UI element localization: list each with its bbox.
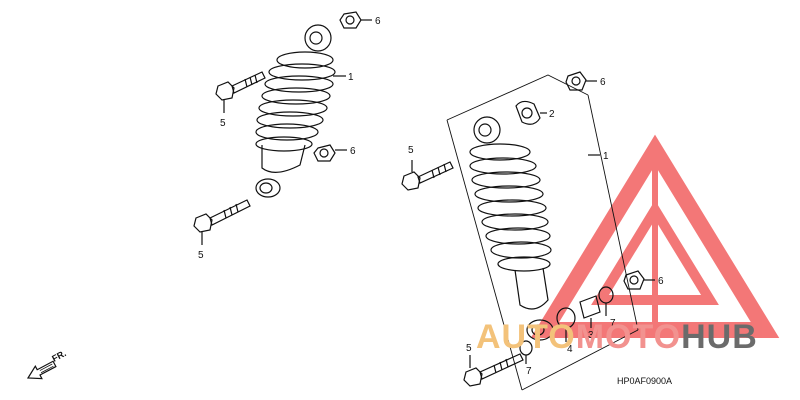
right-shock-assembly: [401, 71, 655, 391]
part-number-labels: 6 1 5 6 5 6 2 1 5 6 3 7 4 7 5: [198, 16, 664, 377]
right-bottom-nut: [623, 270, 645, 290]
front-direction-label: FR.: [50, 348, 67, 364]
label-right-collar: 3: [588, 330, 594, 341]
right-top-bushing: [515, 100, 541, 125]
triangle-logo-icon: [530, 134, 780, 338]
right-spring: [469, 143, 552, 272]
label-right-washer-b: 7: [526, 366, 532, 377]
watermark-auto: AUTO: [476, 318, 576, 356]
front-arrow-icon: [26, 360, 57, 380]
label-left-bolt-bottom: 5: [198, 250, 204, 261]
label-left-nut-top: 6: [375, 16, 381, 27]
left-bottom-bolt: [193, 199, 251, 233]
label-right-bolt-bottom: 5: [466, 343, 472, 354]
label-right-nut-bottom: 6: [658, 276, 664, 287]
left-top-bolt: [215, 71, 266, 101]
right-top-bolt: [401, 161, 454, 191]
label-right-bushing-bottom: 4: [567, 344, 573, 355]
diagram-code: HP0AF0900A: [617, 376, 672, 386]
watermark-hub: HUB: [681, 318, 758, 356]
label-left-shock: 1: [348, 72, 354, 83]
label-right-shock: 1: [603, 151, 609, 162]
left-top-nut: [339, 11, 362, 29]
label-left-nut-mid: 6: [350, 146, 356, 157]
right-bottom-bolt: [463, 353, 524, 387]
label-right-nut-top: 6: [600, 77, 606, 88]
label-right-bushing-top: 2: [549, 109, 555, 120]
label-right-bolt-top: 5: [408, 145, 414, 156]
svg-text:AUTOMOTOHUB: AUTOMOTOHUB: [476, 318, 758, 356]
label-right-washer-a: 7: [610, 318, 616, 329]
watermark-text: AUTOMOTOHUB: [476, 318, 758, 356]
right-collar-part: [579, 295, 601, 319]
front-direction-indicator: FR.: [26, 348, 68, 380]
label-left-bolt-top: 5: [220, 118, 226, 129]
left-shock-assembly: [193, 11, 372, 245]
watermark-moto: MOTO: [576, 318, 681, 356]
right-top-nut: [565, 71, 587, 91]
left-mid-nut: [313, 144, 336, 162]
left-spring: [255, 51, 336, 152]
